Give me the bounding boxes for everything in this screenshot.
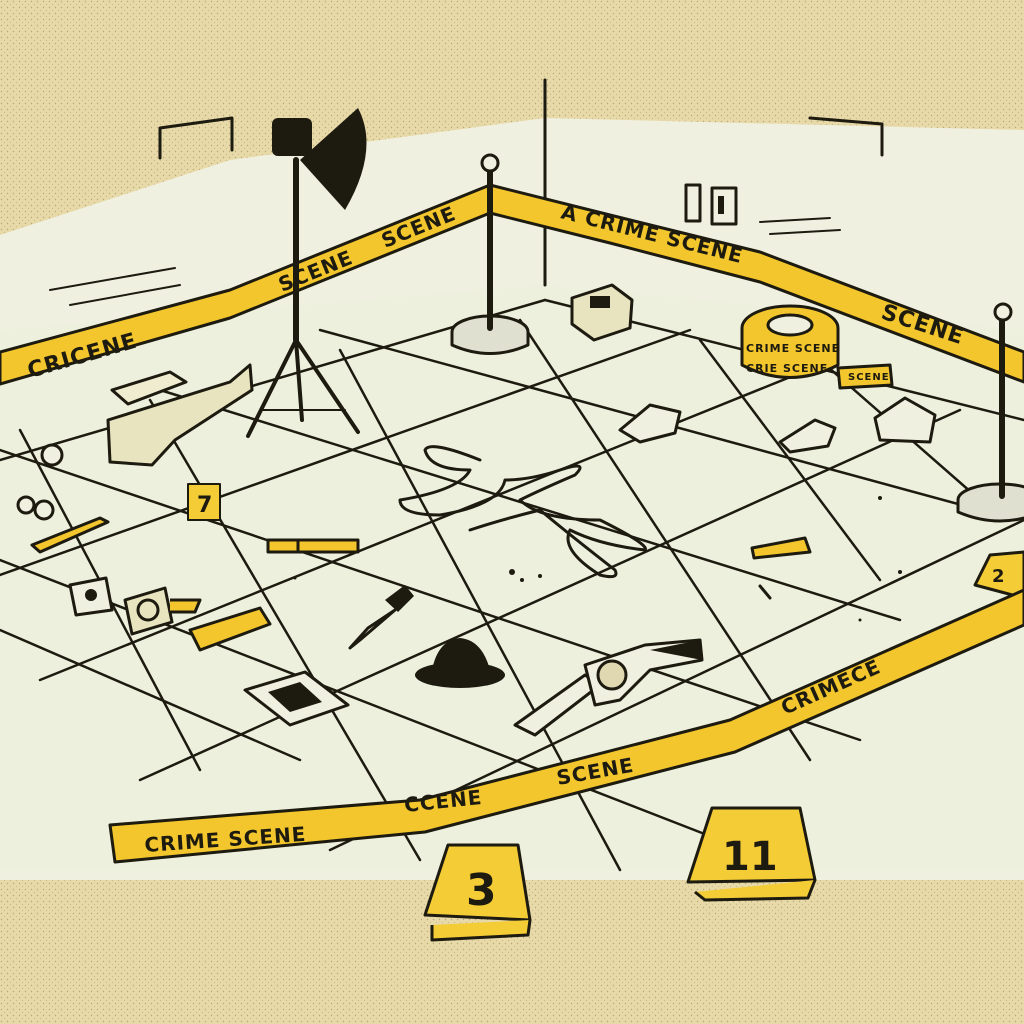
marker-number: 3 [466, 865, 497, 916]
marker-number: 2 [992, 566, 1005, 587]
body-outline-icon [398, 445, 647, 579]
roll-label-1: CRIME SCENE [746, 342, 840, 355]
evidence-box-icon [106, 363, 254, 467]
evidence-marker-icon [778, 418, 837, 454]
evidence-marker-3: 3 [423, 843, 532, 942]
marker-number: 11 [722, 834, 778, 880]
knife-handle-icon [266, 538, 360, 554]
photo-evidence-icon [243, 670, 350, 727]
wall-frame-left [158, 116, 234, 160]
evidence-box-icon [570, 283, 634, 342]
evidence-plaque-icon [188, 606, 272, 652]
knife-icon [348, 585, 414, 650]
bolt-icon [16, 443, 110, 554]
tape-measure-icon [123, 586, 202, 636]
stanchion-icon [956, 302, 1024, 523]
lamp-icon [246, 108, 367, 438]
roll-label-2: CRIE SCENE [746, 362, 828, 375]
tape-roll-icon: CRIME SCENE CRIE SCENE SCENE [740, 304, 894, 390]
evidence-marker-icon [873, 396, 937, 444]
fedora-icon [415, 638, 505, 688]
wall-frame-right [808, 116, 884, 157]
wall-outlets [684, 183, 738, 226]
camera-icon [68, 576, 114, 617]
stanchion-icon [450, 153, 530, 355]
evidence-marker-11: 11 [686, 806, 817, 902]
blood-spatter [293, 496, 902, 622]
evidence-marker-2: 2 [973, 550, 1024, 600]
marker-number: 7 [197, 493, 212, 518]
evidence-marker-icon [618, 403, 682, 444]
screw-icon [750, 536, 812, 600]
evidence-marker-7: 7 [187, 483, 221, 521]
wall-scuff-lines [49, 217, 841, 306]
revolver-icon [513, 638, 704, 737]
roll-label-3: SCENE [848, 372, 890, 383]
